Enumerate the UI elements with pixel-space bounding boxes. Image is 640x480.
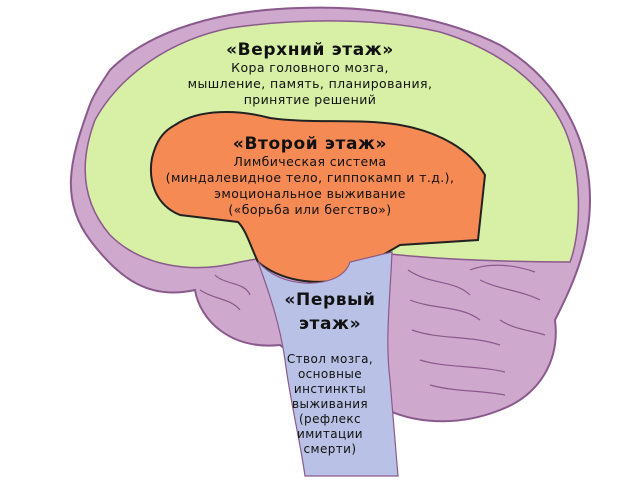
top-level-title: «Верхний этаж» — [226, 40, 394, 60]
bottom-level-label: «Первый этаж» Ствол мозга, основные инст… — [255, 288, 405, 457]
top-level-line: принятие решений — [243, 92, 377, 107]
brain-fold — [499, 319, 546, 336]
middle-level-line: Лимбическая система — [233, 154, 387, 169]
bottom-level-line: (рефлекс — [298, 412, 362, 426]
brain-fold — [199, 289, 241, 311]
brain-fold — [214, 274, 251, 296]
brain-fold — [429, 384, 506, 396]
brain-fold — [409, 299, 481, 321]
bottom-level-line: имитации — [297, 427, 363, 441]
top-level-line: мышление, память, планирования, — [187, 76, 433, 91]
bottom-level-line: Ствол мозга, — [286, 352, 374, 366]
top-level-label: «Верхний этаж» Кора головного мозга, мыш… — [140, 40, 480, 108]
bottom-level-title: этаж» — [298, 314, 362, 334]
brain-fold — [411, 329, 501, 346]
top-level-line: Кора головного мозга, — [231, 60, 389, 75]
bottom-level-title: «Первый — [284, 290, 376, 310]
middle-level-line: эмоциональное выживание — [214, 186, 406, 201]
bottom-level-line: выживания — [291, 397, 369, 411]
brain-fold — [469, 264, 536, 273]
brainstem-region — [257, 251, 399, 477]
middle-level-title: «Второй этаж» — [232, 134, 388, 154]
cerebellum — [199, 264, 546, 396]
bottom-level-line: смерти) — [303, 442, 357, 456]
brain-fold — [419, 359, 506, 373]
brain-fold — [479, 279, 541, 301]
bottom-level-line: инстинкты — [293, 382, 367, 396]
brain-fold — [407, 269, 471, 296]
middle-level-line: («борьба или бегство») — [228, 202, 392, 217]
middle-level-line: (миндалевидное тело, гиппокамп и т.д.), — [165, 170, 455, 185]
middle-level-label: «Второй этаж» Лимбическая система (минда… — [130, 134, 490, 218]
bottom-level-line: основные — [297, 367, 363, 381]
